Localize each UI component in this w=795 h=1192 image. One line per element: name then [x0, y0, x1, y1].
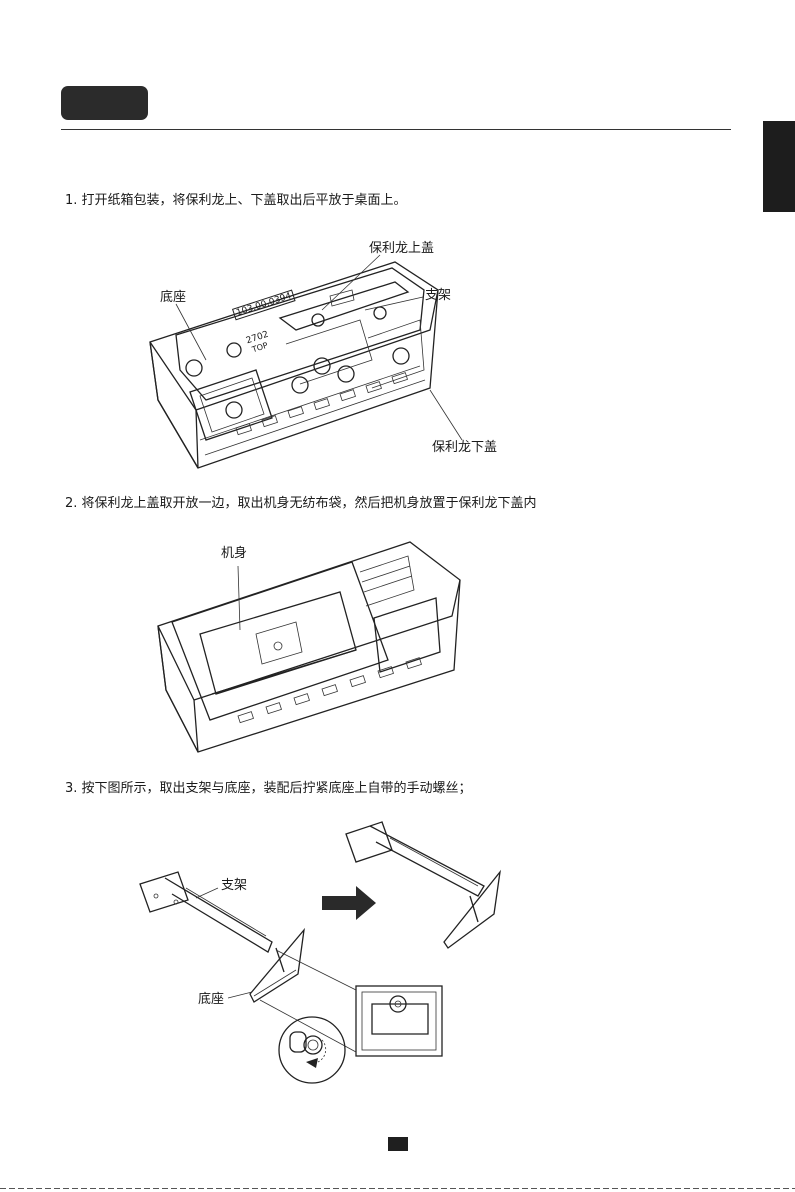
callout-stand-2: 支架 [221, 878, 247, 894]
footer-dashed-line [0, 1188, 795, 1189]
callout-base-2: 底座 [198, 992, 224, 1008]
page-number-box [388, 1137, 408, 1151]
